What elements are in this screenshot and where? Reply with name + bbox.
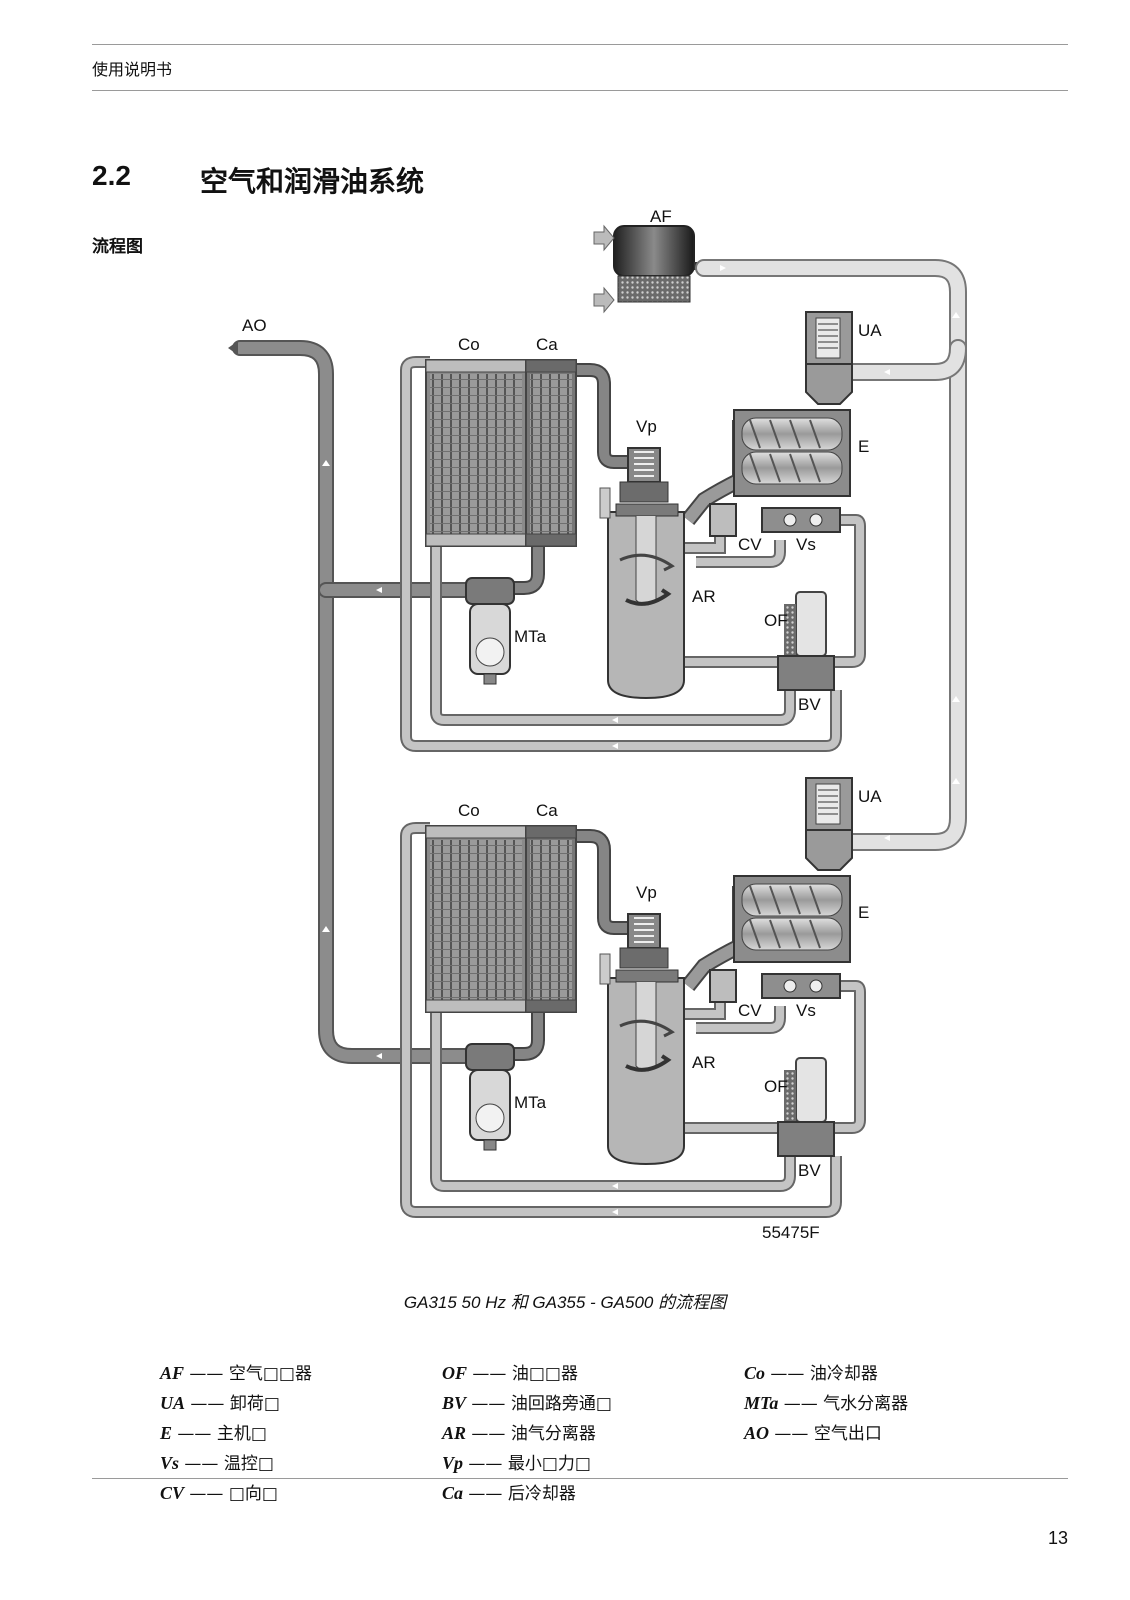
label-cv-bottom: CV — [738, 1001, 762, 1020]
label-vp-bottom: Vp — [636, 883, 657, 902]
legend-text: 主机□ — [216, 1424, 267, 1444]
label-ar-bottom: AR — [692, 1053, 716, 1072]
subheading: 流程图 — [92, 237, 143, 257]
label-of-bottom: OF — [764, 1077, 788, 1096]
legend-item: BV —— 油回路旁通□ — [442, 1388, 612, 1418]
label-bv-bottom: BV — [798, 1161, 821, 1180]
label-vs-bottom: Vs — [796, 1001, 816, 1020]
header-rule-top — [92, 44, 1068, 45]
page-number: 13 — [1047, 1528, 1068, 1548]
legend-item: Co —— 油冷却器 — [744, 1358, 908, 1388]
label-e-bottom: E — [858, 903, 869, 922]
legend-text: 油冷却器 — [809, 1364, 878, 1384]
section-title: 空气和润滑油系统 — [200, 165, 425, 198]
label-e-top: E — [858, 437, 869, 456]
label-vs-top: Vs — [796, 535, 816, 554]
legend-dash: —— — [774, 1424, 809, 1444]
label-ua-top: UA — [858, 321, 882, 340]
running-header: 使用说明书 — [92, 60, 173, 79]
legend-item: CV —— □向□ — [160, 1478, 312, 1508]
legend-code: E — [160, 1423, 173, 1443]
legend-text: 空气□□器 — [228, 1364, 312, 1384]
legend-code: AR — [442, 1423, 467, 1443]
legend-item: MTa —— 气水分离器 — [744, 1388, 908, 1418]
header-rule-bottom — [92, 90, 1068, 91]
legend-dash: —— — [471, 1394, 506, 1414]
legend-item: Vs —— 温控□ — [160, 1448, 312, 1478]
legend-code: AF — [160, 1363, 185, 1383]
label-ar-top: AR — [692, 587, 716, 606]
legend-dash: —— — [471, 1424, 506, 1444]
legend-item: OF —— 油□□器 — [442, 1358, 612, 1388]
legend-code: BV — [442, 1393, 467, 1413]
legend-text: 油回路旁通□ — [510, 1394, 612, 1414]
legend-dash: —— — [177, 1424, 212, 1444]
label-af: AF — [650, 207, 672, 226]
legend-text: 卸荷□ — [229, 1394, 280, 1414]
label-of-top: OF — [764, 611, 788, 630]
intake-air-line — [695, 259, 967, 851]
label-bv-top: BV — [798, 695, 821, 714]
legend-text: 气水分离器 — [823, 1394, 909, 1414]
legend-text: 空气出口 — [813, 1424, 882, 1444]
legend-code: Ca — [442, 1483, 464, 1503]
legend-item: UA —— 卸荷□ — [160, 1388, 312, 1418]
legend-dash: —— — [770, 1364, 805, 1384]
legend-dash: —— — [190, 1394, 225, 1414]
diagram-labels: AF AO Co Ca Vp UA E CV Vs AR OF MTa BV C… — [242, 207, 882, 1242]
label-ua-bottom: UA — [858, 787, 882, 806]
legend-dash: —— — [189, 1364, 224, 1384]
label-ao: AO — [242, 316, 267, 335]
legend-code: MTa — [744, 1393, 779, 1413]
legend-code: Vp — [442, 1453, 464, 1473]
label-co-bottom: Co — [458, 801, 480, 820]
label-mta-bottom: MTa — [514, 1093, 547, 1112]
legend-text: 油气分离器 — [510, 1424, 596, 1444]
legend-item: Vp —— 最小□力□ — [442, 1448, 612, 1478]
label-ca-top: Ca — [536, 335, 558, 354]
legend-item: AO —— 空气出口 — [744, 1418, 908, 1448]
air-outlet-line — [228, 340, 482, 1064]
legend-code: Vs — [160, 1453, 180, 1473]
label-co-top: Co — [458, 335, 480, 354]
legend-dash: —— — [184, 1454, 219, 1474]
flow-diagram: AF AO Co Ca Vp UA E CV Vs AR OF MTa BV C… — [228, 207, 1130, 1242]
label-vp-top: Vp — [636, 417, 657, 436]
legend-dash: —— — [189, 1484, 224, 1504]
diagram-code: 55475F — [762, 1223, 820, 1242]
legend-text: □向□ — [228, 1484, 278, 1504]
legend-dash: —— — [783, 1394, 818, 1414]
footer-rule — [92, 1478, 1068, 1479]
legend-code: UA — [160, 1393, 186, 1413]
legend-text: 油□□器 — [511, 1364, 578, 1384]
figure-caption: GA315 50 Hz 和 GA355 - GA500 的流程图 — [403, 1293, 727, 1312]
air-filter — [593, 224, 704, 314]
legend-item: AR —— 油气分离器 — [442, 1418, 612, 1448]
label-mta-top: MTa — [514, 627, 547, 646]
section-number: 2.2 — [92, 160, 131, 191]
legend-code: OF — [442, 1363, 468, 1383]
legend-text: 温控□ — [223, 1454, 274, 1474]
legend-text: 后冷却器 — [507, 1484, 576, 1504]
legend-code: AO — [744, 1423, 770, 1443]
label-cv-top: CV — [738, 535, 762, 554]
legend-dash: —— — [468, 1484, 503, 1504]
legend-item: AF —— 空气□□器 — [160, 1358, 312, 1388]
label-ca-bottom: Ca — [536, 801, 558, 820]
legend-dash: —— — [468, 1454, 503, 1474]
legend-item: Ca —— 后冷却器 — [442, 1478, 612, 1508]
legend-item: E —— 主机□ — [160, 1418, 312, 1448]
compressor-unit-top — [322, 265, 960, 752]
legend-dash: —— — [472, 1364, 507, 1384]
legend-code: CV — [160, 1483, 185, 1503]
legend-code: Co — [744, 1363, 766, 1383]
legend-text: 最小□力□ — [507, 1454, 591, 1474]
